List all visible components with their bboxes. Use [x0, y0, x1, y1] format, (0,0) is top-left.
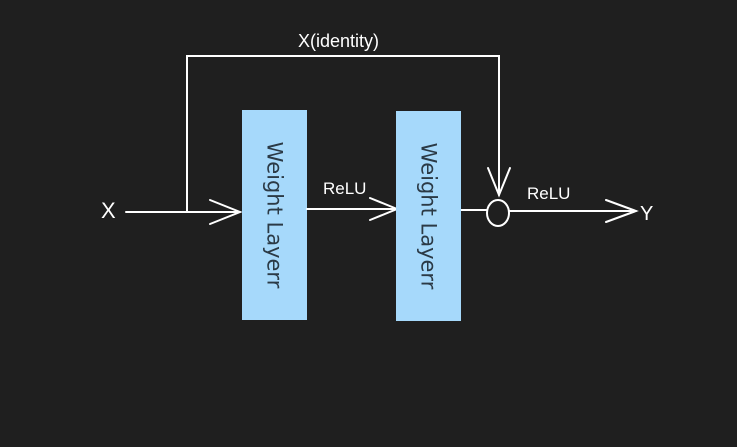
- middle-arrow: [306, 197, 400, 221]
- skip-label: X(identity): [298, 31, 379, 51]
- input-label: X: [101, 198, 116, 223]
- skip-connection: [186, 55, 511, 213]
- weight-layer-2-label: Weight Layerr: [417, 143, 441, 290]
- output-label: Y: [640, 203, 653, 225]
- relu-mid-label: ReLU: [323, 179, 366, 198]
- output-arrow: [508, 199, 639, 223]
- weight-layer-2: Weight Layerr: [396, 111, 461, 321]
- input-arrow: [125, 199, 243, 225]
- weight-layer-1: Weight Layerr: [242, 110, 307, 320]
- weight-layer-2-box: [396, 111, 461, 321]
- relu-out-label: ReLU: [527, 184, 570, 203]
- weight-layer-1-box: [242, 110, 307, 320]
- adder-circle: [486, 199, 510, 227]
- weight-layer-1-label: Weight Layerr: [263, 142, 287, 289]
